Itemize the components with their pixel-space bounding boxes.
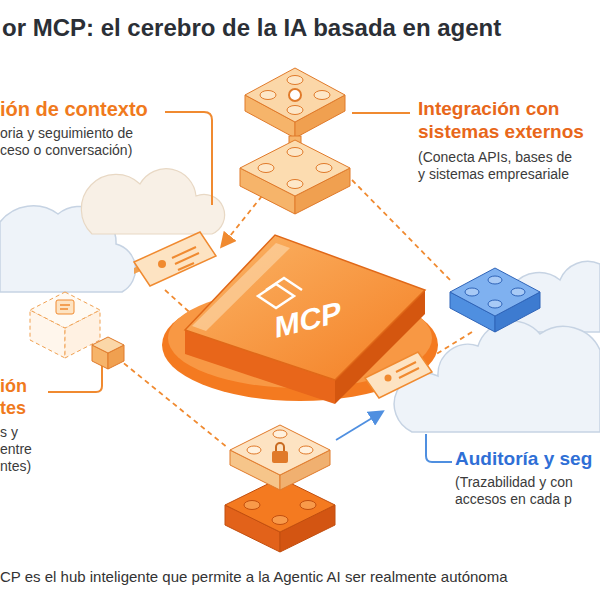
brick	[230, 425, 330, 475]
dashed-link	[222, 196, 262, 246]
doc-card	[134, 232, 216, 286]
callout: ión tess y entre ntes)	[0, 376, 50, 475]
brick-stud	[287, 106, 303, 115]
doc-card-icon	[385, 375, 392, 382]
brick-stud	[272, 516, 288, 525]
small-cube	[92, 337, 124, 353]
brick-hole	[289, 89, 301, 101]
leader-line	[426, 434, 452, 462]
callout-heading: ión tes	[0, 376, 40, 420]
brick	[240, 140, 350, 196]
brick-stud	[287, 76, 303, 85]
brick-stud	[247, 446, 261, 454]
doc-icon	[56, 300, 74, 314]
callout-body: oria y seguimiento de ceso o conversació…	[0, 125, 150, 159]
arrow-link	[336, 412, 382, 440]
lock-icon	[276, 443, 284, 452]
brick-stud	[314, 91, 330, 100]
brick-stud	[287, 180, 303, 189]
brick-stud	[260, 91, 276, 100]
brick	[450, 268, 540, 316]
brick-stud	[244, 501, 260, 510]
callout-heading: Auditoría y seg	[455, 447, 600, 470]
callout: Integración con sistemas externos (Conect…	[418, 97, 600, 184]
brick-stud	[273, 430, 287, 438]
caption: CP es el hub inteligente que permite a l…	[0, 568, 508, 585]
title: or MCP: el cerebro de la IA basada en ag…	[2, 14, 501, 42]
callout: ión de contexto oria y seguimiento de ces…	[0, 97, 215, 160]
callout-heading: ión de contexto	[0, 97, 215, 121]
brick-stud	[258, 164, 274, 173]
callout-body: s y entre ntes)	[0, 424, 42, 475]
doc-card-icon	[158, 260, 166, 268]
brick-stud	[488, 276, 502, 284]
brick-stud	[511, 288, 525, 296]
dashed-link	[352, 180, 452, 282]
lock-icon	[272, 451, 288, 463]
doc-card	[365, 352, 432, 398]
hub-node: MCP	[258, 302, 358, 339]
hub-book-top	[185, 235, 425, 380]
callout-body: (Conecta APIs, bases de y sistemas empre…	[418, 149, 578, 183]
leader-line	[48, 362, 102, 392]
callout-heading: Integración con sistemas externos	[418, 97, 600, 143]
hub-logo	[266, 278, 302, 290]
dashed-cube	[30, 292, 100, 328]
leader-line	[352, 112, 410, 114]
brick	[245, 68, 345, 122]
doc-card-icon	[172, 247, 199, 270]
brick-stud	[465, 288, 479, 296]
brick-stud	[316, 164, 332, 173]
brick-stud	[300, 501, 316, 510]
hub-label: MCP	[258, 290, 358, 352]
doc-icon	[60, 305, 70, 309]
callout-body: (Trazabilidad y con accesos en cada p	[455, 474, 600, 508]
brick-stud	[488, 300, 502, 308]
cloud	[81, 169, 224, 234]
leader-line	[165, 112, 212, 205]
hub-logo	[258, 284, 294, 308]
doc-card-icon	[396, 362, 419, 378]
callout: Auditoría y seg (Trazabilidad y con acces…	[455, 447, 600, 508]
brick-stud	[299, 446, 313, 454]
brick-stud	[287, 148, 303, 157]
